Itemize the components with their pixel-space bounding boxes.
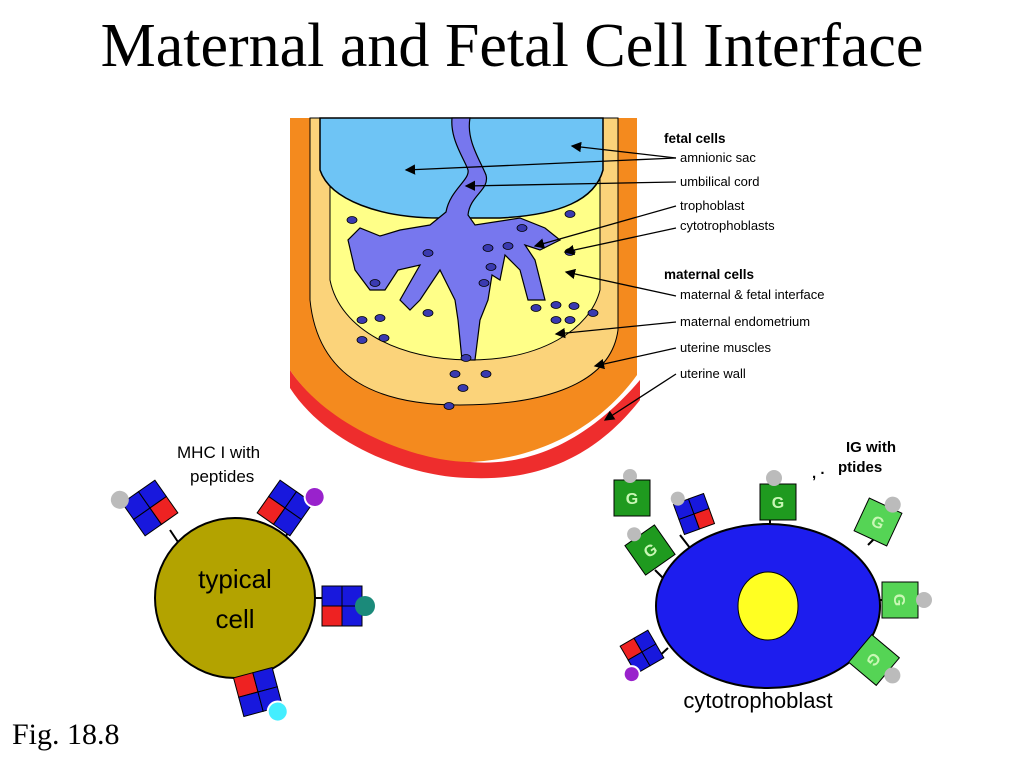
hla-g-molecule-left: G: [624, 524, 676, 576]
hla-g-letter: G: [772, 495, 784, 512]
uterine-wall: [290, 370, 640, 479]
typical-cell: typical cell: [154, 517, 325, 679]
label-uterine-muscles: uterine muscles: [680, 340, 772, 355]
mhc-molecule-right: [321, 585, 375, 627]
hla-label-fragment: , ·: [812, 465, 825, 482]
figure-label: Fig. 18.8: [12, 718, 120, 751]
label-maternal-fetal-interface: maternal & fetal interface: [680, 287, 825, 302]
hla-label-line1: IG with: [846, 439, 896, 456]
hla-label-line2: ptides: [838, 459, 882, 476]
typical-cell-label-line2: cell: [215, 604, 254, 634]
label-maternal-endometrium: maternal endometrium: [680, 314, 810, 329]
mhc-label-line2: peptides: [190, 467, 254, 486]
mhc-molecule-lower: [232, 666, 289, 723]
mhc-molecule-upper-right: [256, 479, 326, 537]
label-amnionic-sac: amnionic sac: [680, 150, 756, 165]
label-uterine-wall: uterine wall: [680, 366, 746, 381]
mhc-label-line1: MHC I with: [177, 443, 260, 462]
cytotrophoblast-cell: cytotrophoblast: [654, 520, 890, 713]
mhc-molecule-cyto-top: [670, 491, 716, 536]
typical-cell-label-line1: typical: [198, 564, 272, 594]
fetal-cells-header: fetal cells: [664, 131, 726, 146]
mhc-molecule-cyto-bottom: [619, 629, 665, 684]
hla-g-molecule-top-left: G: [613, 469, 651, 517]
label-umbilical-cord: umbilical cord: [680, 174, 759, 189]
hla-g-letter: G: [626, 491, 638, 508]
label-cytotrophoblasts: cytotrophoblasts: [680, 218, 775, 233]
hla-g-molecule-top-center: G: [759, 470, 797, 521]
hla-g-molecule-right: G: [881, 581, 932, 619]
hla-g-molecule-upper-right: G: [853, 496, 903, 547]
cytotrophoblast-label: cytotrophoblast: [683, 688, 832, 713]
maternal-cells-header: maternal cells: [664, 267, 754, 282]
hla-g-molecule-lower-right: G: [847, 633, 901, 687]
leader-arrows: [404, 141, 677, 421]
mhc-molecule-upper-left: [110, 479, 179, 537]
hla-g-letter: G: [890, 594, 907, 606]
label-trophoblast: trophoblast: [680, 198, 745, 213]
slide-title: Maternal and Fetal Cell Interface: [100, 12, 924, 80]
